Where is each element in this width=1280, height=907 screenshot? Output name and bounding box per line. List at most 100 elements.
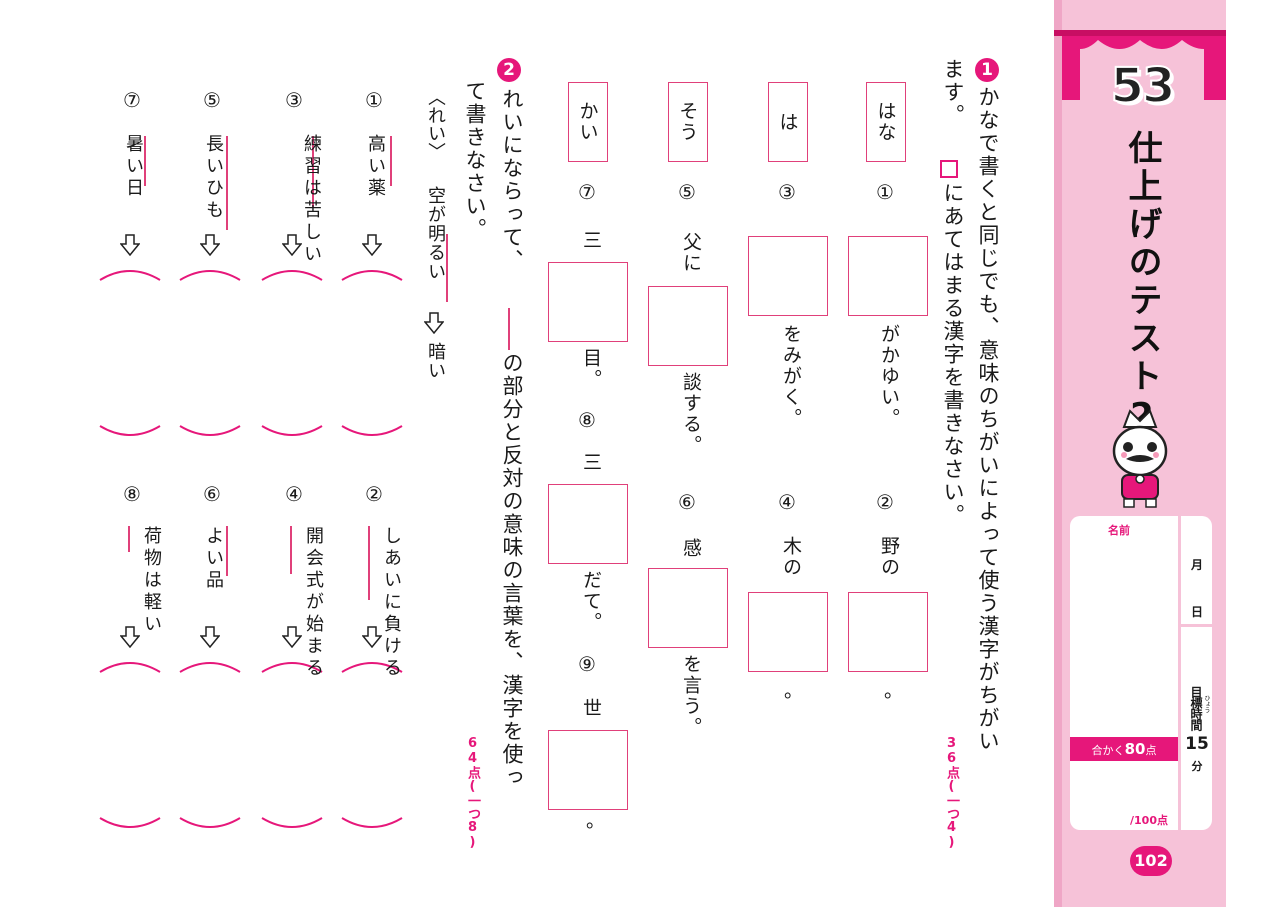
answer-bracket-top: [179, 270, 241, 281]
down-arrow-icon: [120, 626, 140, 648]
q1-item9-answer-box[interactable]: [548, 730, 628, 810]
q1-item2-number: ②: [876, 490, 894, 514]
answer-bracket-top: [261, 270, 323, 281]
q1-item1-number: ①: [876, 180, 894, 204]
q2-item7-text: 暑い日: [123, 134, 144, 200]
q1-item1-answer-box[interactable]: [848, 236, 928, 316]
q1-instruction-box-icon: [940, 160, 958, 178]
answer-bracket-top: [261, 662, 323, 673]
answer-bracket-bottom: [261, 425, 323, 436]
q2-item3-text: 練習は苦しい: [301, 134, 322, 266]
reading-hana: はな: [866, 82, 906, 162]
q2-item8-number: ⑧: [120, 482, 144, 506]
q1-item6-number: ⑥: [678, 490, 696, 514]
example-underline: [446, 234, 448, 302]
q1-instruction-line1: かなで書くと同じでも、意味のちがいによって使う漢字がちがい: [976, 86, 1000, 753]
pass-label: 合かく: [1091, 744, 1125, 757]
title-sidebar: 53 仕上げのテスト2 名前 月 日 目標時間 ひょう 15 分 合かく80点 …: [1054, 0, 1226, 907]
q1-item7-before: 三: [580, 230, 602, 249]
q1-item5-answer-box[interactable]: [648, 286, 728, 366]
answer-bracket-bottom: [99, 425, 161, 436]
answer-bracket-bottom: [261, 817, 323, 828]
test-title: 仕上げのテスト2: [1122, 130, 1162, 440]
q1-item8-number: ⑧: [578, 408, 596, 432]
q2-item6-number: ⑥: [200, 482, 224, 506]
q2-item5-answer-field[interactable]: [180, 282, 240, 424]
pass-unit: 点: [1145, 744, 1157, 757]
name-label: 名前: [1108, 524, 1130, 537]
answer-bracket-top: [99, 662, 161, 673]
example-answer: 暗い: [425, 342, 446, 380]
down-arrow-icon: [120, 234, 140, 256]
test-number: 53: [1110, 57, 1177, 115]
name-field[interactable]: [1072, 540, 1176, 730]
q2-item8-underline: [128, 526, 130, 552]
q2-item2-text-wrap: しあいに負ける: [340, 526, 404, 680]
q2-item3-text-wrap: 練習は苦しい: [264, 134, 324, 266]
mascot-character-icon: [1112, 409, 1168, 508]
q2-item4-underline: [290, 526, 292, 574]
pass-value: 80: [1124, 740, 1146, 758]
sidebar-stripe: [1054, 0, 1062, 907]
q2-item4-answer-field[interactable]: [262, 674, 322, 816]
q2-item7-answer-field[interactable]: [100, 282, 160, 424]
q2-item6-answer-field[interactable]: [180, 674, 240, 816]
q1-item4-before: 木の: [780, 536, 802, 578]
q2-item8-answer-field[interactable]: [100, 674, 160, 816]
answer-bracket-bottom: [341, 425, 403, 436]
q2-item3-answer-field[interactable]: [262, 282, 322, 424]
target-time-unit: 分: [1191, 760, 1203, 773]
q1-item2-before: 野の: [878, 536, 900, 578]
q2-instruction-line2: て書きなさい。: [463, 80, 487, 241]
q1-item5-after: 談する。: [680, 372, 702, 456]
pass-score: 合かく80点: [1070, 740, 1178, 758]
q2-number-badge: 2: [497, 58, 521, 82]
q1-item8-answer-box[interactable]: [548, 484, 628, 564]
example-arrow-icon: [424, 312, 444, 334]
q2-item4-number: ④: [282, 482, 306, 506]
down-arrow-icon: [282, 234, 302, 256]
total-score-label: /100点: [1130, 814, 1168, 827]
answer-bracket-top: [99, 270, 161, 281]
answer-bracket-bottom: [179, 425, 241, 436]
q2-item1-text: 高い薬: [365, 134, 386, 200]
q2-item5-underline: [226, 136, 228, 230]
target-time-value: 15: [1185, 734, 1209, 754]
q2-item1-answer-field[interactable]: [342, 282, 402, 424]
q1-item4-answer-box[interactable]: [748, 592, 828, 672]
down-arrow-icon: [282, 626, 302, 648]
q1-item5-number: ⑤: [678, 180, 696, 204]
q1-item8-before: 三: [580, 452, 602, 471]
q2-item2-underline: [368, 526, 370, 600]
q1-item3-number: ③: [778, 180, 796, 204]
target-time-ruby: ひょう: [1203, 695, 1210, 713]
day-label: 日: [1191, 605, 1204, 619]
down-arrow-icon: [362, 234, 382, 256]
q1-item7-answer-box[interactable]: [548, 262, 628, 342]
q1-item9-before: 世: [580, 698, 602, 717]
q2-points: 64点(一つ8): [465, 736, 480, 850]
q2-instruction-line1a: れいにならって、: [500, 88, 524, 272]
q1-item3-answer-box[interactable]: [748, 236, 828, 316]
answer-bracket-top: [341, 662, 403, 673]
score-field[interactable]: [1072, 764, 1176, 810]
q2-item5-number: ⑤: [200, 88, 224, 112]
q2-item4-text-wrap: 開会式が始まる: [262, 526, 326, 680]
answer-bracket-bottom: [341, 817, 403, 828]
q1-item9-after: 。: [586, 810, 606, 832]
q2-instruction-dash: [508, 308, 510, 350]
q1-item6-answer-box[interactable]: [648, 568, 728, 648]
q2-item2-number: ②: [362, 482, 386, 506]
q1-item2-answer-box[interactable]: [848, 592, 928, 672]
q1-points: 36点(一つ4): [944, 736, 959, 850]
down-arrow-icon: [200, 234, 220, 256]
reading-sou: そう: [668, 82, 708, 162]
q2-item2-answer-field[interactable]: [342, 674, 402, 816]
down-arrow-icon: [362, 626, 382, 648]
answer-bracket-top: [179, 662, 241, 673]
down-arrow-icon: [200, 626, 220, 648]
info-panel-hdivider: [1181, 624, 1212, 627]
q1-instruction-line2a: ます。: [941, 58, 965, 127]
q2-item6-underline: [226, 526, 228, 576]
q1-item7-number: ⑦: [578, 180, 596, 204]
